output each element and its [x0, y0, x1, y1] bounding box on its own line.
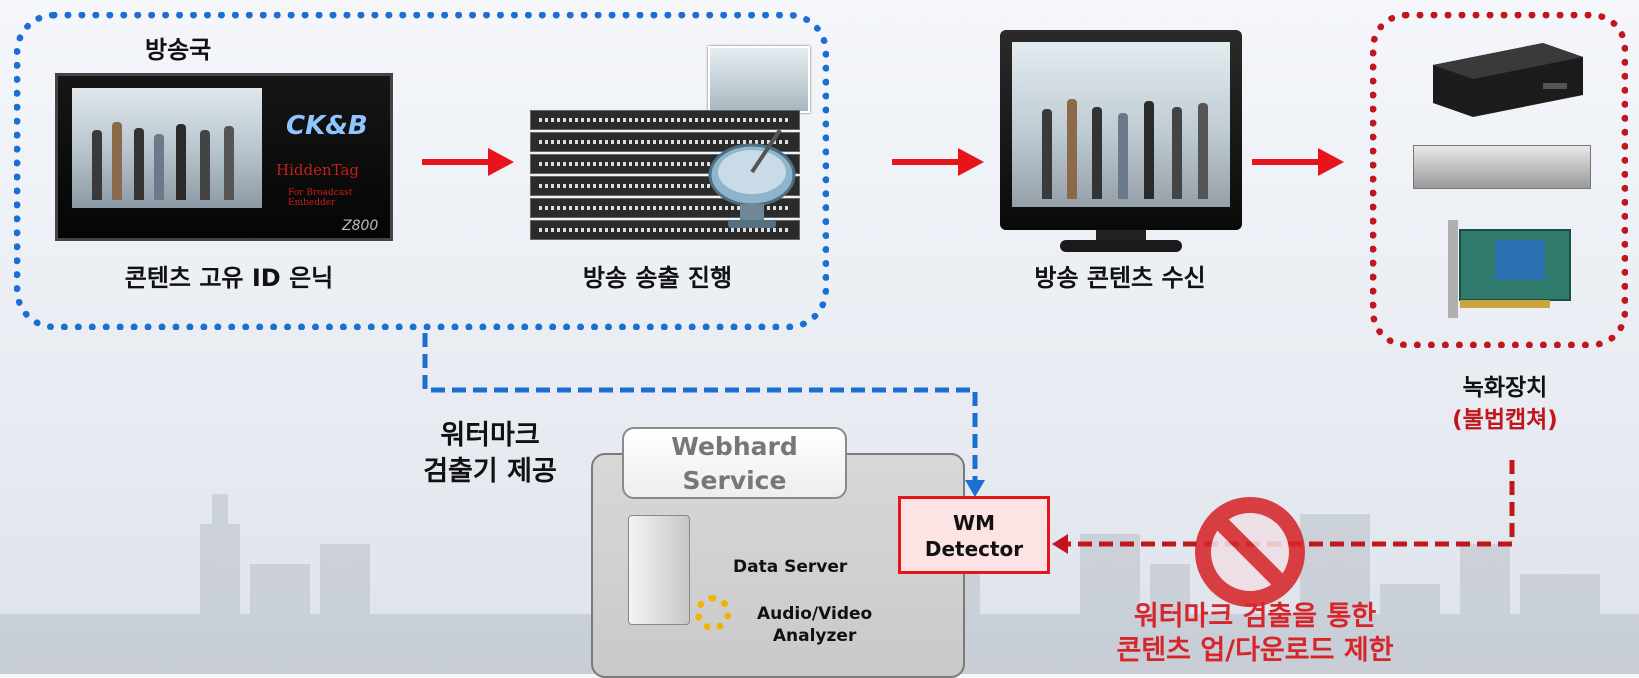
broadcaster-label: 방송국 [145, 36, 212, 64]
tv-stand [1096, 230, 1146, 242]
tv-screen [1012, 42, 1230, 207]
wm-detector-box: WM Detector [898, 496, 1050, 574]
set-top-recorder-icon [1433, 43, 1583, 117]
detector-provision-label-line2: 검출기 제공 [423, 456, 557, 487]
capture-card-icon [1448, 220, 1571, 318]
embedder-subtag: For Broadcast Embedder [288, 188, 353, 208]
step-receive-label: 방송 콘텐츠 수신 [1034, 264, 1206, 292]
wm-detector-line2: Detector [924, 537, 1024, 561]
tv-receiver [1000, 30, 1242, 253]
detector-provision-label-line1: 워터마크 [440, 420, 540, 451]
av-analyzer-label: Audio/Video Analyzer [757, 603, 872, 647]
data-server-label: Data Server [733, 557, 848, 577]
tv-base [1060, 240, 1182, 252]
recorder-label: 녹화장치 [1462, 375, 1548, 401]
prohibited-icon [1195, 497, 1305, 607]
av-analyzer-line2: Analyzer [772, 626, 857, 646]
webhard-title-line1: Webhard [671, 432, 798, 461]
step-embed-id-label: 콘텐츠 고유 ID 은닉 [124, 264, 334, 292]
embedder-logo: CK&B [286, 111, 368, 141]
recorder-illegal-capture-label: (불법캡쳐) [1452, 407, 1558, 433]
embedder-model: Z800 [342, 218, 379, 234]
restriction-label-line2: 콘텐츠 업/다운로드 제한 [1116, 635, 1394, 666]
webhard-service-title: Webhard Service [622, 427, 847, 499]
embedder-preview-screen [72, 88, 262, 208]
satellite-dish-icon [708, 128, 796, 228]
broadcaster-group-outline [14, 12, 829, 330]
watermark-embedder-device: CK&B HiddenTag For Broadcast Embedder Z8… [55, 73, 393, 241]
restriction-label-line1: 워터마크 검출을 통한 [1133, 601, 1377, 632]
broadcast-thumbnail [708, 46, 810, 113]
step-transmit-label: 방송 송출 진행 [582, 264, 733, 292]
av-analyzer-line1: Audio/Video [757, 604, 873, 624]
data-server-icon [628, 515, 690, 625]
gear-icon [695, 595, 731, 631]
rack-recorder-icon [1413, 145, 1591, 189]
recorder-group-outline [1370, 12, 1628, 348]
webhard-title-line2: Service [682, 466, 787, 495]
wm-detector-line1: WM [953, 511, 995, 535]
embedder-tag: HiddenTag [276, 161, 360, 179]
